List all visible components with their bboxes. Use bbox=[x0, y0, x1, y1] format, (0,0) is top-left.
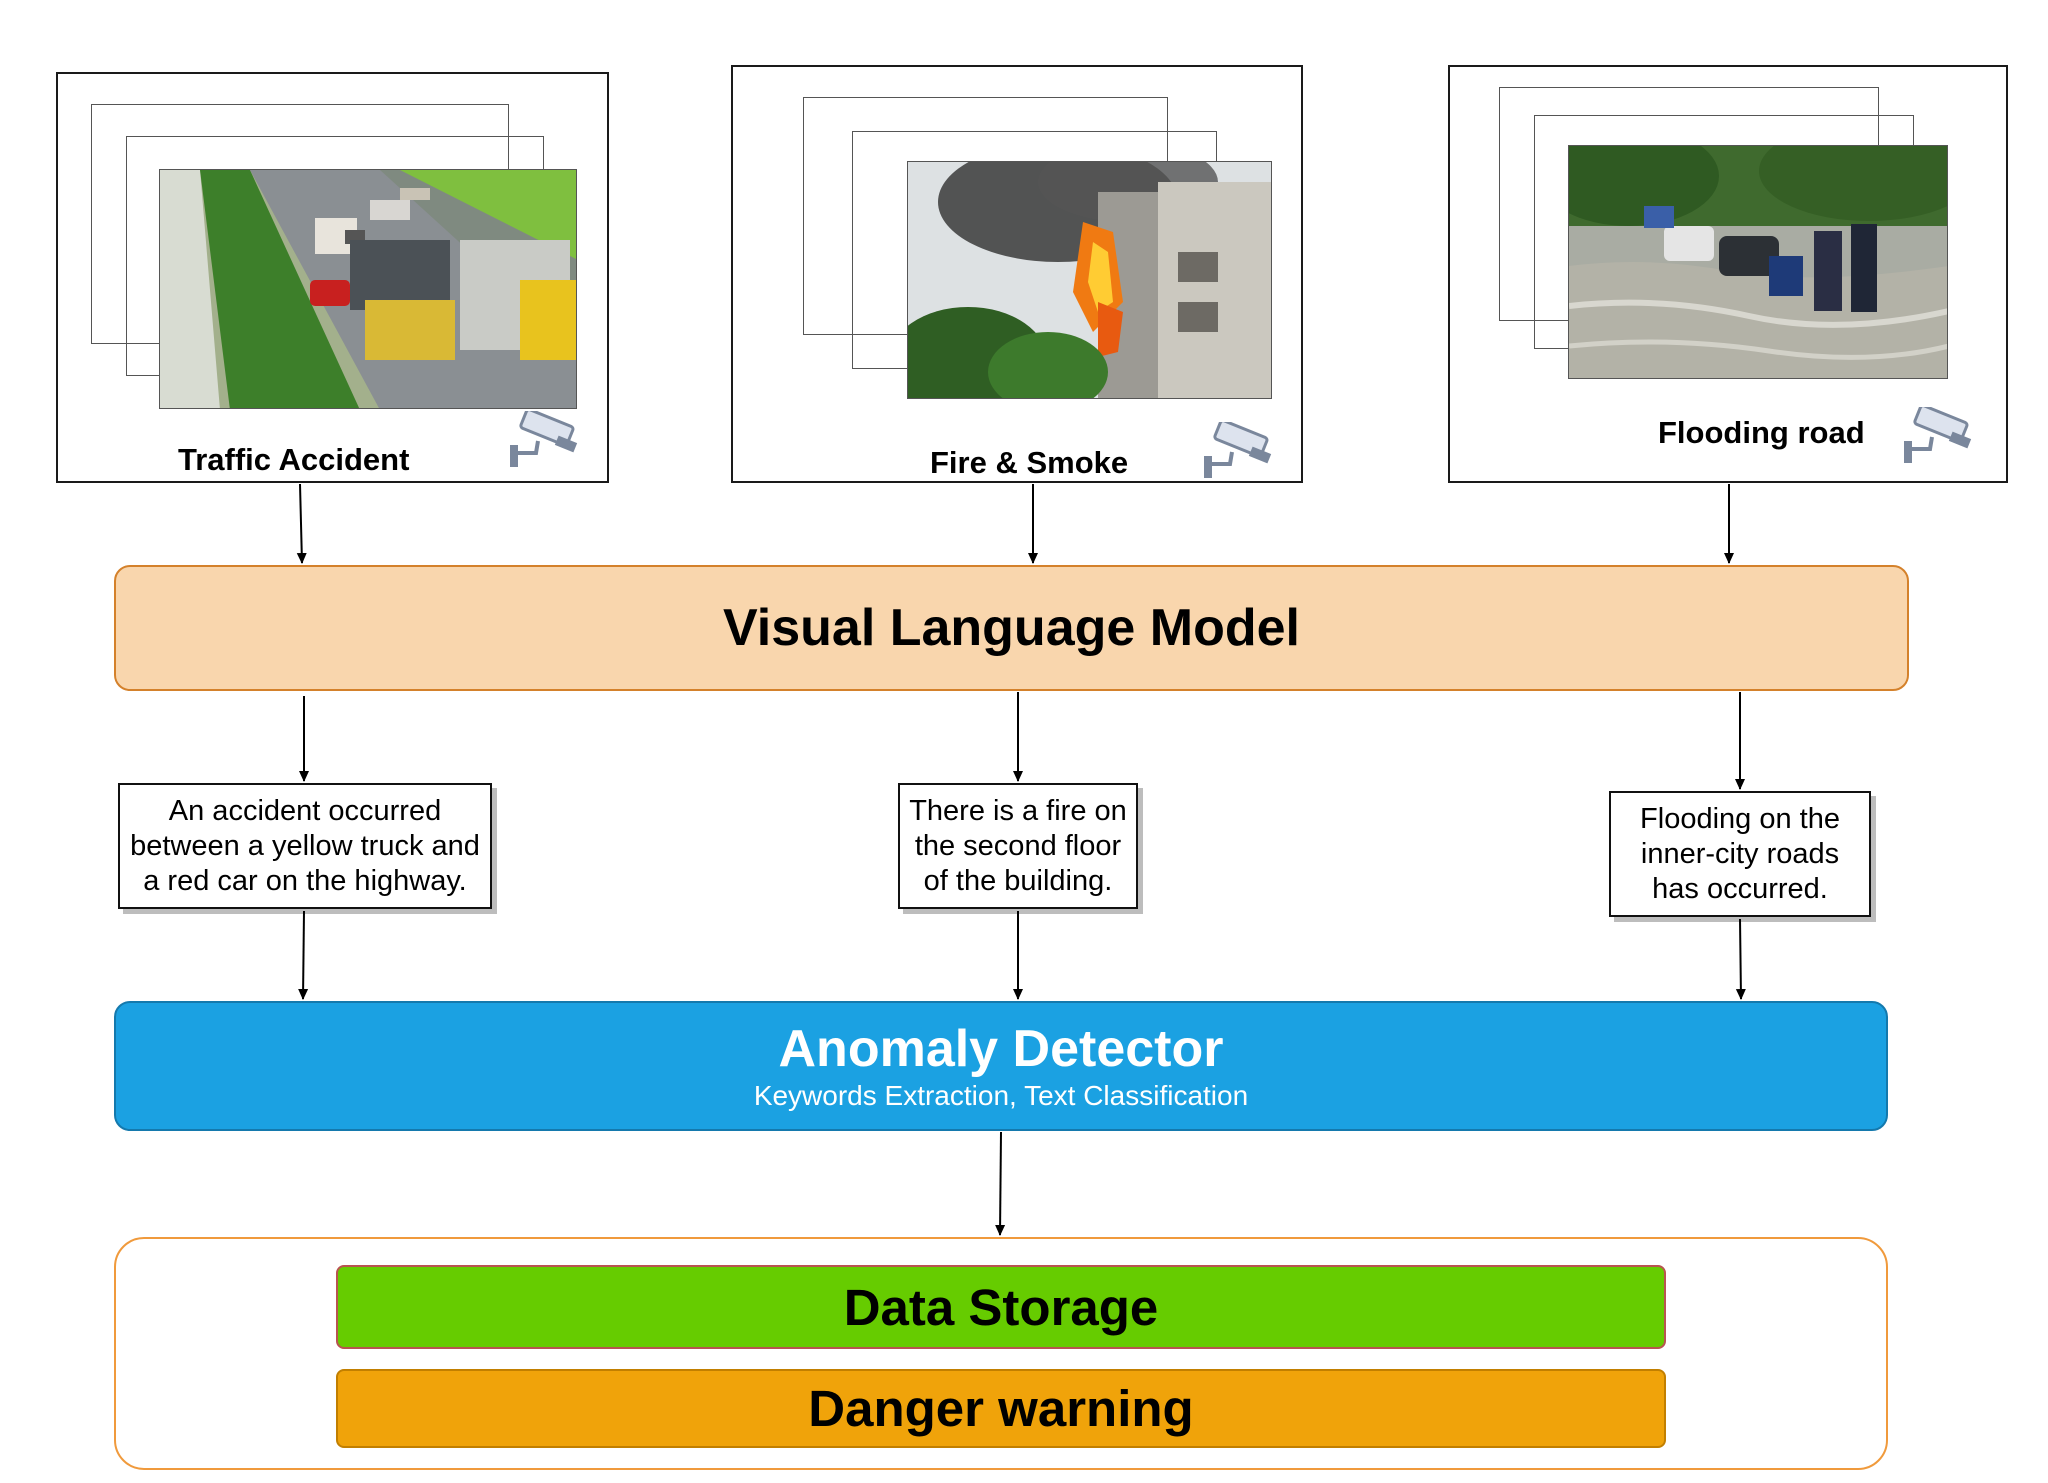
caption-flooding-road: Flooding on the inner-city roads has occ… bbox=[1609, 791, 1871, 917]
visual-language-model-box: Visual Language Model bbox=[114, 565, 1909, 691]
camera-panel-traffic-accident: Traffic Accident bbox=[56, 72, 609, 483]
caption-fire-smoke: There is a fire on the second floor of t… bbox=[898, 783, 1138, 909]
cctv-camera-icon bbox=[1904, 407, 1972, 463]
arrow-caption1-to-detector bbox=[298, 910, 309, 1000]
arrow-detector-to-outputs bbox=[995, 1131, 1006, 1236]
danger-warning-label: Danger warning bbox=[808, 1380, 1194, 1437]
traffic-accident-image bbox=[160, 170, 576, 408]
detector-title: Anomaly Detector bbox=[778, 1020, 1224, 1078]
arrow-camera1-to-vlm bbox=[296, 483, 307, 564]
flood-photo-front bbox=[1568, 145, 1948, 379]
camera-label: Traffic Accident bbox=[178, 442, 410, 477]
caption-traffic-accident: An accident occurred between a yellow tr… bbox=[118, 783, 492, 909]
vlm-title: Visual Language Model bbox=[723, 599, 1300, 657]
camera-panel-flooding-road: Flooding road bbox=[1448, 65, 2008, 483]
fire-photo-front bbox=[907, 161, 1272, 399]
anomaly-detector-box: Anomaly Detector Keywords Extraction, Te… bbox=[114, 1001, 1888, 1131]
detector-subtitle: Keywords Extraction, Text Classification bbox=[753, 1080, 1249, 1111]
traffic-photo-front bbox=[159, 169, 577, 409]
cctv-camera-icon bbox=[1204, 422, 1272, 478]
data-storage-bar: Data Storage bbox=[336, 1265, 1666, 1349]
cctv-camera-icon bbox=[510, 411, 578, 467]
camera-panel-fire-smoke: Fire & Smoke bbox=[731, 65, 1303, 483]
camera-label: Fire & Smoke bbox=[930, 445, 1129, 480]
fire-smoke-image bbox=[908, 162, 1271, 398]
arrow-caption3-to-detector bbox=[1735, 918, 1746, 1000]
danger-warning-bar: Danger warning bbox=[336, 1369, 1666, 1448]
flooded-road-image bbox=[1569, 146, 1947, 378]
camera-label: Flooding road bbox=[1658, 415, 1865, 450]
data-storage-label: Data Storage bbox=[843, 1278, 1159, 1336]
